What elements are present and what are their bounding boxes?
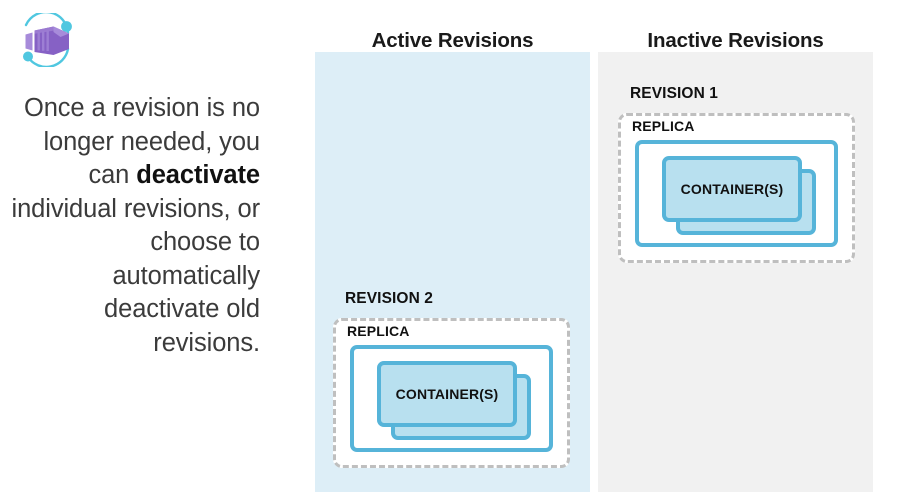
revision-1-container-front: CONTAINER(S) [662, 156, 802, 222]
azure-container-apps-icon [12, 10, 82, 69]
revision-1-container-label: CONTAINER(S) [680, 181, 784, 197]
revision-2-replica-label: REPLICA [347, 323, 410, 339]
inactive-revisions-title: Inactive Revisions [647, 29, 824, 52]
revision-2-group[interactable]: REVISION 2 REPLICA CONTAINER(S) [333, 290, 573, 473]
caption-prefix: Once a revision is no longer needed, you… [23, 94, 260, 189]
revision-2-label: REVISION 2 [345, 290, 433, 307]
caption-emphasis: deactivate [136, 161, 260, 189]
caption-text: Once a revision is no longer needed, you… [8, 92, 261, 360]
revision-1-label: REVISION 1 [630, 85, 718, 102]
revision-2-container-label: CONTAINER(S) [395, 386, 499, 402]
active-revisions-title: Active Revisions [371, 29, 534, 52]
caption-suffix: individual revisions, or choose to autom… [11, 194, 261, 357]
revision-2-container-front: CONTAINER(S) [377, 361, 517, 427]
explanation-panel: Once a revision is no longer needed, you… [0, 0, 300, 501]
revision-1-group[interactable]: REVISION 1 REPLICA CONTAINER(S) [618, 85, 858, 268]
revision-1-replica-label: REPLICA [632, 118, 695, 134]
